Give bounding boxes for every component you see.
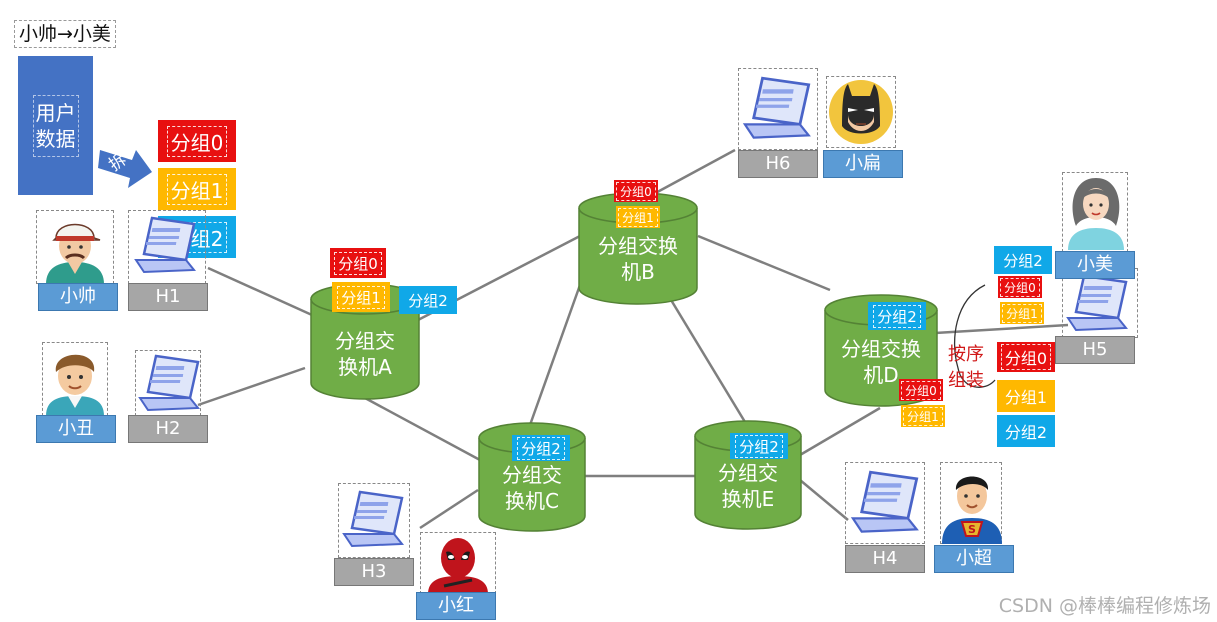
packet-2-at-e: 分组2 bbox=[730, 433, 788, 459]
host-h1-label: H1 bbox=[128, 283, 208, 311]
xiaobian-frame bbox=[826, 76, 896, 148]
user-xiaochou-label: 小丑 bbox=[36, 415, 116, 443]
user-xiaochao-label: 小超 bbox=[934, 545, 1014, 573]
switch-a-label: 分组交 换机A bbox=[335, 329, 395, 379]
watermark: CSDN @棒棒编程修炼场 bbox=[998, 595, 1211, 617]
reassembled-packet-0: 分组0 bbox=[997, 342, 1055, 372]
link-b-c bbox=[528, 284, 582, 426]
packet-2-arrived: 分组2 bbox=[994, 246, 1052, 274]
switch-b-cylinder bbox=[578, 192, 698, 305]
packet-0-at-d: 分组0 bbox=[899, 379, 943, 401]
packet-0-arrived: 分组0 bbox=[998, 276, 1042, 298]
switch-e-label: 分组交 换机E bbox=[718, 461, 778, 511]
reassembled-packet-1: 分组1 bbox=[997, 380, 1055, 412]
svg-text:S: S bbox=[968, 523, 976, 536]
xiaobian-avatar-icon bbox=[829, 80, 893, 144]
xiaochou-avatar-icon bbox=[46, 354, 104, 416]
switch-c-label: 分组交 换机C bbox=[502, 463, 562, 513]
laptop-icon[interactable] bbox=[134, 216, 200, 276]
link-h1-a bbox=[207, 266, 313, 317]
switch-d-label: 分组交换 机D bbox=[841, 337, 921, 387]
packet-0-at-b: 分组0 bbox=[614, 180, 658, 202]
laptop-icon[interactable] bbox=[850, 470, 924, 536]
h3-frame bbox=[338, 483, 410, 558]
user-xiaoshuai-label: 小帅 bbox=[38, 283, 118, 311]
xiaochao-avatar-icon: S bbox=[942, 476, 1002, 544]
packet-2-at-a: 分组2 bbox=[399, 286, 457, 314]
user-xiaomei-label: 小美 bbox=[1055, 251, 1135, 279]
link-b-d bbox=[697, 234, 831, 292]
link-c-h3 bbox=[419, 488, 479, 530]
link-b-h6 bbox=[649, 148, 736, 198]
source-packet-0: 分组0 bbox=[158, 120, 236, 162]
user-data-block: 用户 数据 bbox=[18, 56, 93, 195]
laptop-icon[interactable] bbox=[742, 76, 816, 142]
link-a-c bbox=[364, 396, 481, 462]
link-e-h4 bbox=[799, 479, 849, 521]
host-h2-label: H2 bbox=[128, 415, 208, 443]
host-h5-label: H5 bbox=[1055, 336, 1135, 364]
reorder-label: 按序 组装 bbox=[948, 344, 984, 391]
link-b-e bbox=[663, 289, 747, 423]
packet-2-at-d: 分组2 bbox=[868, 302, 926, 330]
h6-frame bbox=[738, 68, 818, 150]
page-title: 小帅→小美 bbox=[14, 20, 116, 48]
laptop-icon[interactable] bbox=[342, 490, 408, 550]
reassembled-packet-2: 分组2 bbox=[997, 415, 1055, 447]
host-h3-label: H3 bbox=[334, 558, 414, 586]
link-h2-a bbox=[197, 366, 306, 407]
link-d-h5 bbox=[934, 323, 1069, 335]
packet-1-arrived: 分组1 bbox=[1000, 302, 1044, 324]
split-arrow-icon bbox=[98, 150, 152, 188]
xiaohong-avatar-icon bbox=[428, 538, 488, 594]
packet-1-at-a: 分组1 bbox=[332, 282, 390, 312]
laptop-icon[interactable] bbox=[138, 354, 204, 414]
laptop-icon[interactable] bbox=[1066, 274, 1132, 334]
host-h6-label: H6 bbox=[738, 150, 818, 178]
h4-frame bbox=[845, 462, 925, 544]
host-h4-label: H4 bbox=[845, 545, 925, 573]
user-xiaohong-label: 小红 bbox=[416, 592, 496, 620]
source-packet-1: 分组1 bbox=[158, 168, 236, 210]
link-e-d bbox=[799, 406, 881, 457]
reorder-curve bbox=[953, 284, 996, 388]
xiaomei-avatar-icon bbox=[1068, 178, 1124, 250]
packet-1-at-d: 分组1 bbox=[901, 405, 945, 427]
packet-1-at-b: 分组1 bbox=[616, 206, 660, 228]
switch-b-label: 分组交换 机B bbox=[598, 234, 678, 284]
packet-0-at-a: 分组0 bbox=[330, 248, 386, 278]
user-xiaobian-label: 小扁 bbox=[823, 150, 903, 178]
user-data-label: 用户 数据 bbox=[32, 94, 79, 157]
xiaoshuai-avatar-icon bbox=[46, 223, 104, 284]
packet-2-at-c: 分组2 bbox=[512, 435, 570, 461]
